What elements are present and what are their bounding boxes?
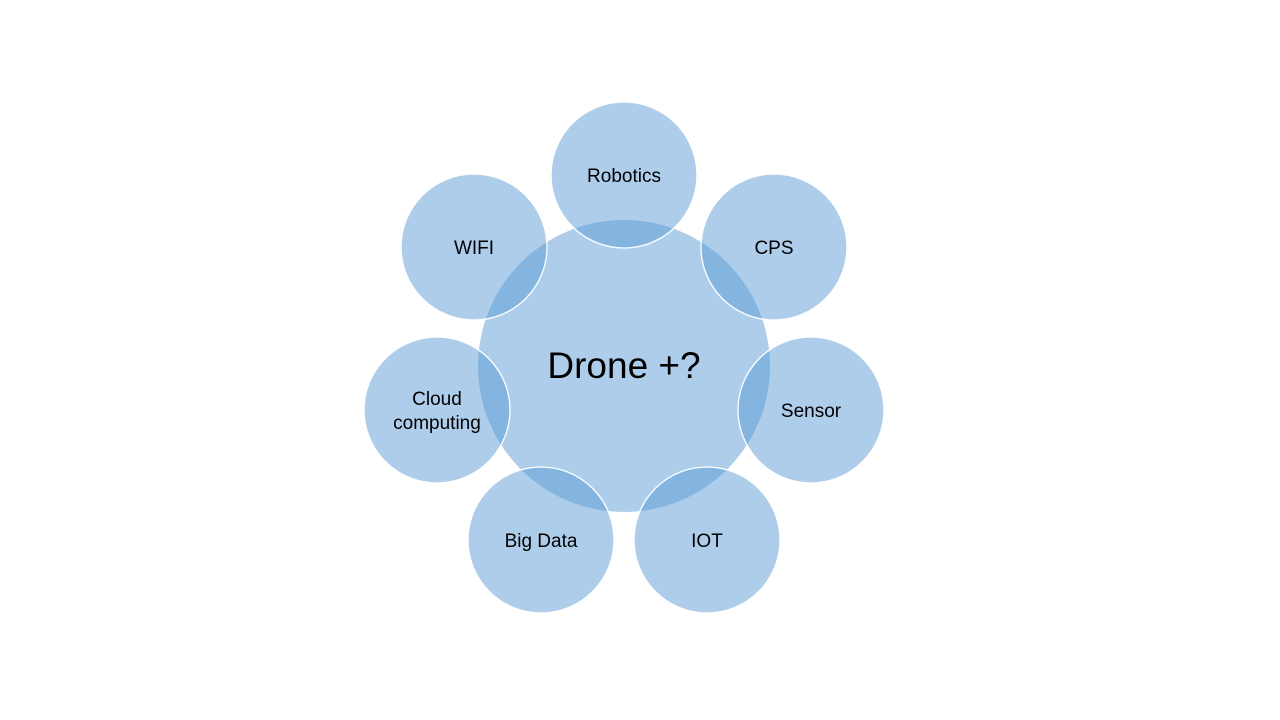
node-circle-cloud-computing [363,336,511,484]
node-circle-big-data [467,466,615,614]
node-label-sensor: Sensor [781,401,842,422]
center-label: Drone +? [547,345,700,386]
node-circle-wifi [400,173,548,321]
node-label-cloud-computing: Cloud [412,389,462,410]
node-label-robotics: Robotics [587,166,661,187]
node-circle-cps [700,173,848,321]
node-circle-iot [633,466,781,614]
node-label-iot: IOT [691,531,723,552]
node-circle-sensor [737,336,885,484]
node-circle-robotics [550,101,698,249]
node-label-cps: CPS [754,238,793,259]
node-label-big-data: Big Data [505,531,578,552]
node-label-cloud-computing: computing [393,413,481,434]
node-label-wifi: WIFI [454,238,494,259]
center-circle [478,220,770,512]
